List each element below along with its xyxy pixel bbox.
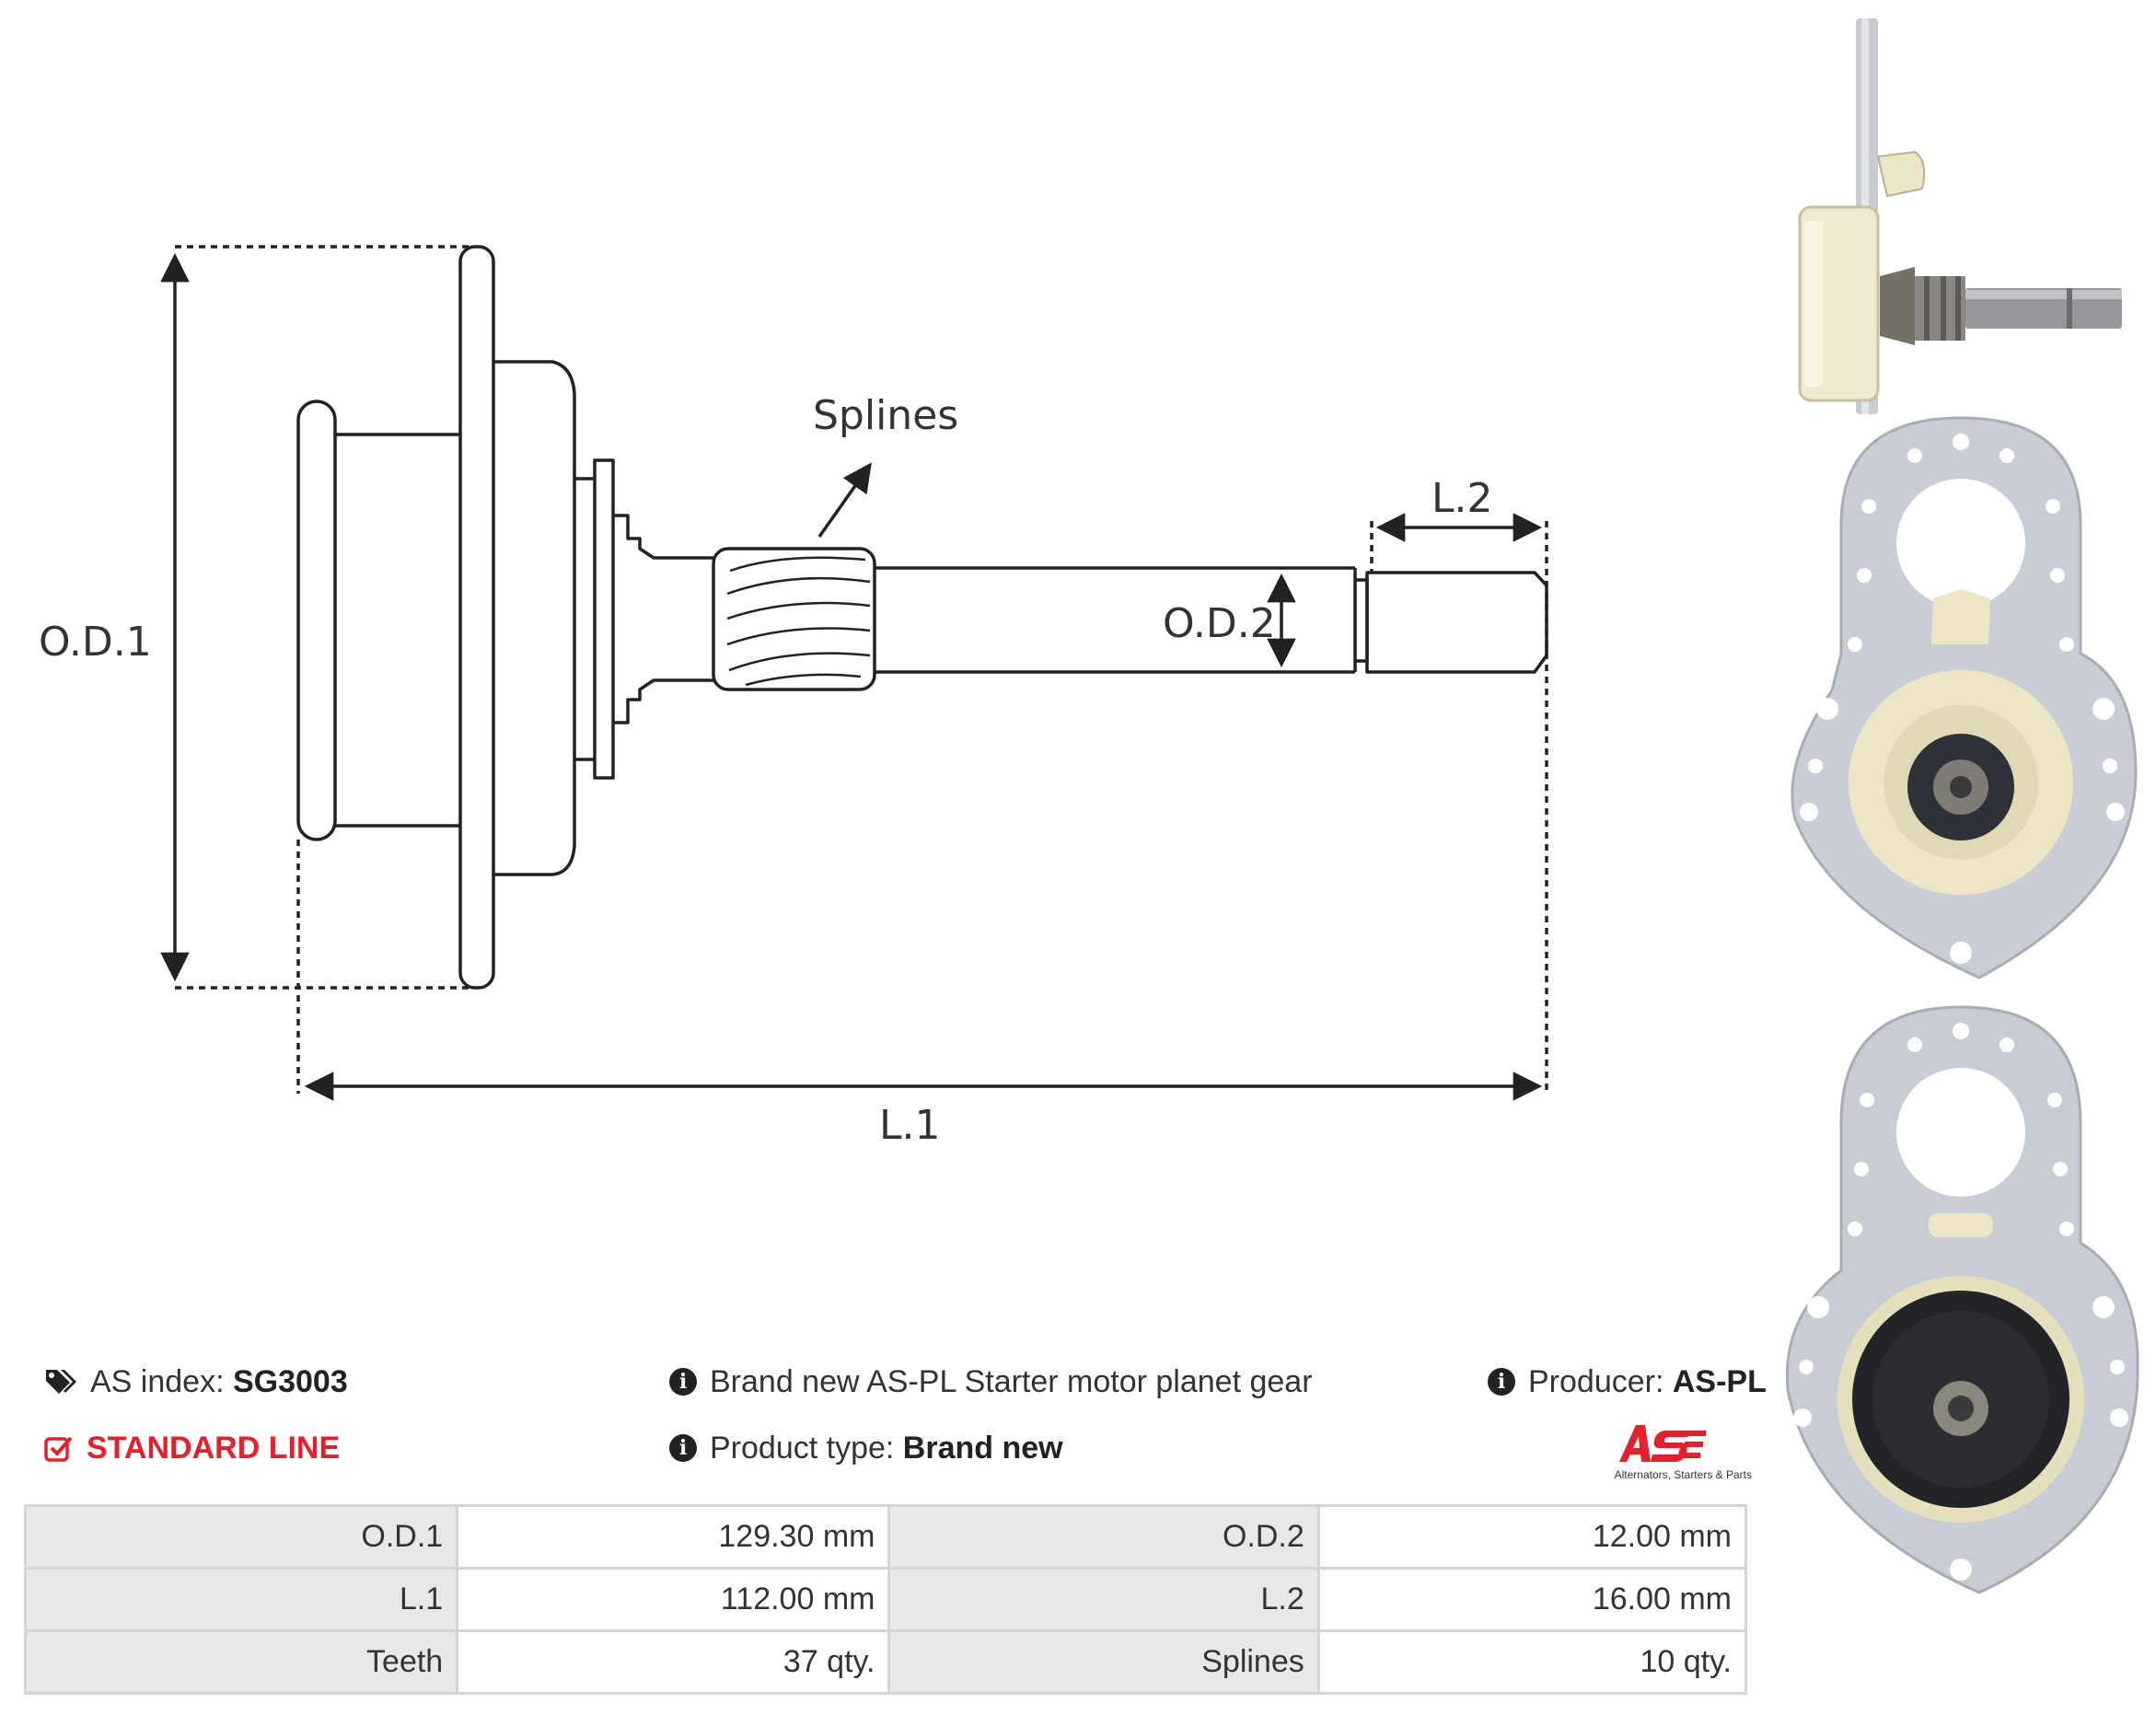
- od2-label: O.D.2: [1163, 600, 1276, 647]
- specs-row: O.D.1 129.30 mm O.D.2 12.00 mm: [23, 1504, 1748, 1570]
- product-description: i Brand new AS-PL Starter motor planet g…: [669, 1363, 1313, 1400]
- l1-label: L.1: [879, 1102, 941, 1149]
- producer-label: Producer:: [1528, 1364, 1664, 1399]
- od1-label: O.D.1: [39, 619, 152, 666]
- logo-tagline: Alternators, Starters & Parts: [1615, 1468, 1752, 1481]
- spec-key: Teeth: [23, 1629, 459, 1695]
- splines-pointer-arrow: [817, 462, 872, 539]
- standard-line: STANDARD LINE: [44, 1430, 340, 1466]
- as-index: AS index: SG3003: [44, 1363, 348, 1400]
- spec-key: O.D.2: [887, 1504, 1320, 1570]
- spec-value: 112.00 mm: [456, 1567, 891, 1632]
- info-circle-icon: i: [669, 1434, 697, 1462]
- product-type: i Product type: Brand new: [669, 1430, 1063, 1466]
- description-text: Brand new AS-PL Starter motor planet gea…: [710, 1364, 1313, 1399]
- spec-key: O.D.1: [23, 1504, 459, 1570]
- producer: i Producer: AS-PL: [1488, 1363, 1767, 1400]
- spec-key: Splines: [887, 1629, 1320, 1695]
- specs-row: Teeth 37 qty. Splines 10 qty.: [23, 1629, 1748, 1695]
- spec-key: L.2: [887, 1567, 1320, 1632]
- checkbox-checked-icon: [44, 1434, 74, 1462]
- spec-value: 16.00 mm: [1316, 1567, 1748, 1632]
- spec-value: 129.30 mm: [456, 1504, 891, 1570]
- specs-table: O.D.1 129.30 mm O.D.2 12.00 mm L.1 112.0…: [23, 1504, 1748, 1695]
- spec-value: 12.00 mm: [1316, 1504, 1748, 1570]
- product-type-label: Product type:: [710, 1431, 895, 1466]
- product-photo-front: [1785, 1005, 2139, 1594]
- splines-label: Splines: [813, 392, 958, 439]
- tags-icon: [44, 1368, 77, 1396]
- product-type-value: Brand new: [902, 1431, 1063, 1466]
- spec-value: 10 qty.: [1316, 1629, 1748, 1695]
- info-circle-icon: i: [1488, 1368, 1515, 1396]
- info-circle-icon: i: [669, 1368, 697, 1396]
- product-photo-back: [1791, 416, 2138, 979]
- spec-value: 37 qty.: [456, 1629, 891, 1695]
- as-logo: Alternators, Starters & Parts: [1615, 1425, 1752, 1481]
- as-index-label: AS index:: [90, 1364, 225, 1399]
- producer-value: AS-PL: [1672, 1364, 1767, 1399]
- product-photo-side: [1798, 18, 2122, 414]
- spline-teeth: [726, 556, 871, 687]
- technical-drawing: O.D.1 O.D.2 L.1 L.2 Splines: [39, 245, 1548, 1149]
- as-logo-mark: [1619, 1425, 1706, 1462]
- l2-label: L.2: [1432, 475, 1493, 522]
- as-index-value: SG3003: [232, 1364, 348, 1399]
- specs-row: L.1 112.00 mm L.2 16.00 mm: [23, 1567, 1748, 1632]
- spec-key: L.1: [23, 1567, 459, 1632]
- standard-line-label: STANDARD LINE: [87, 1431, 341, 1466]
